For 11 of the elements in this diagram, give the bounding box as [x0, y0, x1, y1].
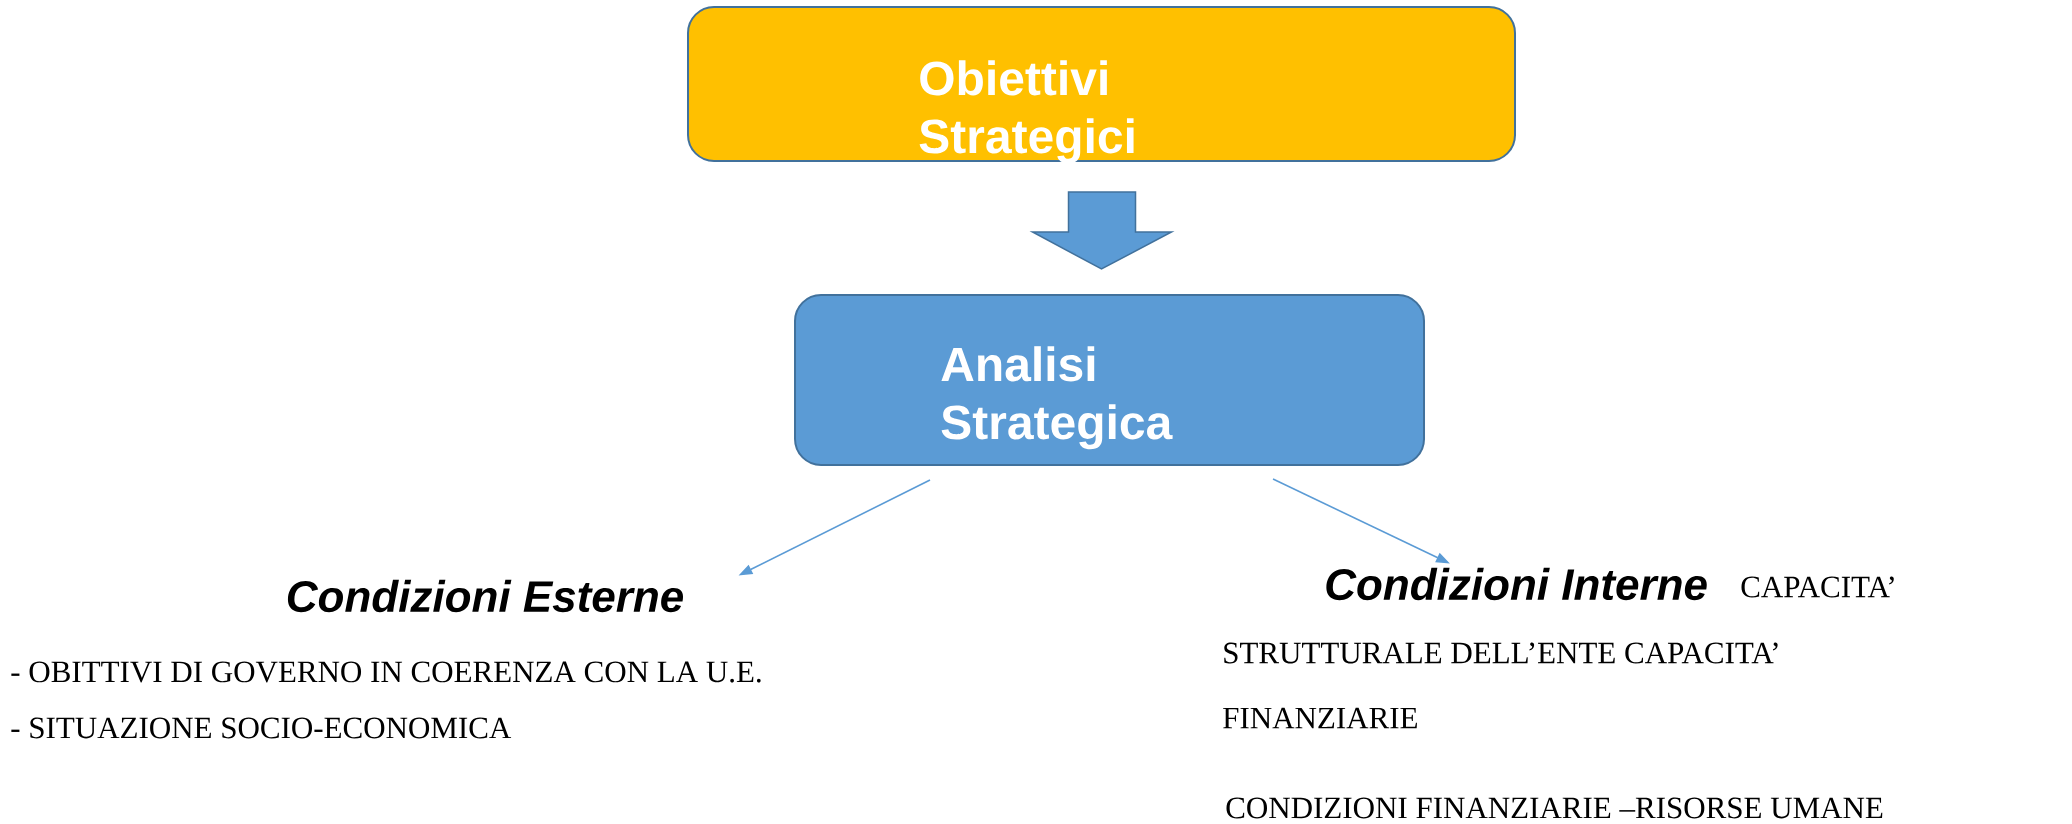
list-text: STRUTTURALE DELL’ENTE CAPACITA’: [1224, 642, 1778, 664]
list-text: CAPACITA’: [1741, 576, 1894, 598]
list-text: FINANZIARIE: [1223, 707, 1417, 729]
block-arrow: [1029, 191, 1175, 270]
process-box: Obiettivi Strategici: [687, 6, 1516, 164]
heading-text: Condizioni Interne: [1326, 567, 1707, 601]
heading-text: Condizioni Esterne: [287, 579, 683, 613]
list-text: - OBITTIVI DI GOVERNO IN COERENZA CON LA U.E.: [11, 661, 761, 683]
list-text: - SITUAZIONE SOCIO-ECONOMICA: [11, 717, 512, 739]
list-text: CONDIZIONI FINANZIARIE –RISORSE UMANE: [1226, 797, 1883, 819]
process-box: Analisi Strategica: [794, 294, 1425, 466]
